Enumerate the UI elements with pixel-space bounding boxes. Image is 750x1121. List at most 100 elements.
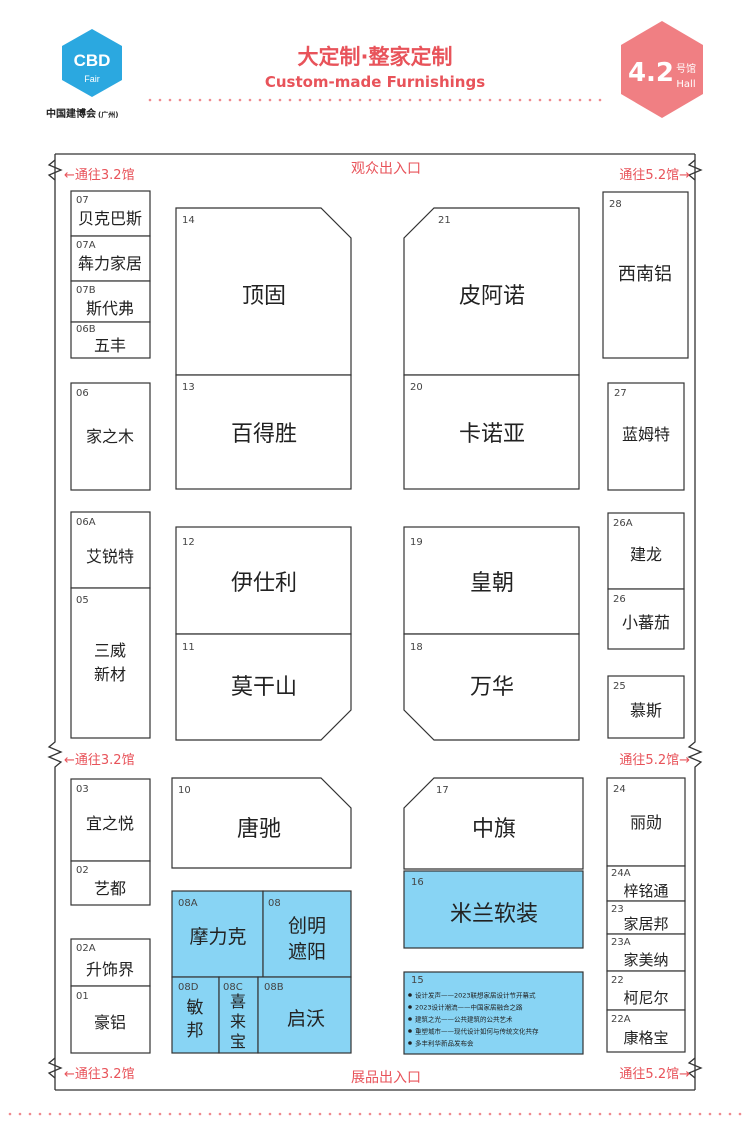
booth-08d[interactable]: 08D 敏 邦: [171, 976, 220, 1054]
booth-name: 五丰: [94, 336, 126, 355]
booth-name: 蓝姆特: [622, 425, 670, 444]
booth-number: 24A: [611, 868, 631, 879]
booth-06[interactable]: 06 家之木: [70, 382, 151, 491]
booth-name: 康格宝: [623, 1029, 668, 1047]
booth-name: 启沃: [287, 1008, 325, 1030]
booth-28[interactable]: 28 西南铝: [602, 191, 689, 359]
booth-number: 17: [436, 785, 449, 796]
event-item: 多丰利华新品发布会: [415, 1039, 474, 1048]
sign-to-hall-3-2-bottom: ←通往3.2馆: [64, 1067, 135, 1082]
booth-name: 家之木: [86, 427, 134, 446]
booth-number: 23: [611, 904, 624, 915]
booth-07b[interactable]: 07B 斯代弗: [70, 280, 151, 323]
booth-number: 28: [609, 199, 622, 210]
booth-22[interactable]: 22 柯尼尔: [606, 970, 686, 1011]
booth-13[interactable]: 13 百得胜: [175, 374, 352, 490]
booth-number: 24: [613, 784, 626, 795]
booth-name-line2: 新材: [94, 665, 126, 684]
booth-24[interactable]: 24 丽勋: [606, 777, 686, 867]
booth-name: 伊仕利: [231, 571, 297, 596]
booth-number: 01: [76, 991, 89, 1002]
booth-19[interactable]: 19 皇朝: [403, 526, 580, 635]
booth-name: 米兰软装: [450, 902, 538, 927]
booth-10[interactable]: 10 唐驰: [171, 777, 352, 869]
booth-number: 13: [182, 382, 195, 393]
booth-08c[interactable]: 08C 喜 来 宝: [218, 976, 259, 1054]
booth-name-line2: 遮阳: [288, 941, 326, 963]
sign-to-hall-5-2-middle: 通往5.2馆→: [619, 753, 690, 768]
booth-14[interactable]: 14 顶固: [175, 207, 352, 376]
booth-name: 唐驰: [237, 817, 281, 842]
booth-name: 西南铝: [618, 264, 672, 285]
booth-21[interactable]: 21 皮阿诺: [403, 207, 580, 376]
sign-exhibit-entrance: 展品出入口: [351, 1070, 421, 1086]
booth-27[interactable]: 27 蓝姆特: [607, 382, 685, 491]
booth-24a[interactable]: 24A 梓铭通: [606, 865, 686, 902]
booth-number: 23A: [611, 937, 631, 948]
booth-name: 百得胜: [231, 422, 297, 447]
hall-walls: [47, 153, 703, 1091]
booth-01[interactable]: 01 豪铝: [70, 985, 151, 1054]
booth-26[interactable]: 26 小蕃茄: [607, 588, 685, 650]
page-title: 大定制·整家定制: [298, 45, 453, 69]
booth-17[interactable]: 17 中旗: [403, 777, 584, 870]
booth-02[interactable]: 02 艺都: [70, 860, 151, 906]
booth-11[interactable]: 11 莫干山: [175, 633, 352, 741]
booth-name: 豪铝: [94, 1013, 126, 1032]
booth-05[interactable]: 05 三威 新材: [70, 587, 151, 739]
booth-number: 11: [182, 642, 195, 653]
booth-25[interactable]: 25 慕斯: [607, 675, 685, 739]
booth-number: 05: [76, 595, 89, 606]
sign-to-hall-3-2-top: ←通往3.2馆: [64, 168, 135, 183]
booth-number: 16: [411, 877, 424, 888]
booth-07[interactable]: 07 贝克巴斯: [70, 190, 151, 237]
bullet-icon: [408, 1041, 412, 1045]
logo-main-text: CBD: [74, 51, 111, 70]
booth-07a[interactable]: 07A 犇力家居: [70, 235, 151, 282]
booth-03[interactable]: 03 宜之悦: [70, 778, 151, 862]
booth-number: 08D: [178, 982, 199, 993]
cbd-fair-logo: CBD Fair: [62, 29, 122, 97]
booth-15[interactable]: 15 设计发声——2023联想家居设计节开幕式 2023设计潮流——中国家居融合…: [403, 971, 584, 1055]
page-subtitle: Custom-made Furnishings: [265, 73, 485, 91]
booth-06b[interactable]: 06B 五丰: [70, 321, 151, 359]
booth-08b[interactable]: 08B 启沃: [257, 976, 352, 1054]
booth-number: 22A: [611, 1014, 631, 1025]
booth-18[interactable]: 18 万华: [403, 633, 580, 741]
booth-26a[interactable]: 26A 建龙: [607, 512, 685, 590]
booth-number: 19: [410, 537, 423, 548]
logo-caption: 中国建博会(广州): [46, 107, 118, 120]
bullet-icon: [408, 993, 412, 997]
booth-name: 建龙: [630, 545, 662, 564]
booth-name: 莫干山: [231, 675, 297, 700]
booth-12[interactable]: 12 伊仕利: [175, 526, 352, 635]
booth-06a[interactable]: 06A 艾锐特: [70, 511, 151, 589]
booth-name: 犇力家居: [78, 254, 142, 273]
booth-02a[interactable]: 02A 升饰界: [70, 938, 151, 987]
booth-23a[interactable]: 23A 家美纳: [606, 933, 686, 972]
booth-name: 小蕃茄: [622, 613, 670, 632]
booth-name: 慕斯: [630, 701, 662, 720]
sign-to-hall-5-2-top: 通往5.2馆→: [619, 168, 690, 183]
booth-08a[interactable]: 08A 摩力克: [171, 890, 264, 978]
booth-name: 顶固: [242, 284, 286, 309]
booth-number: 25: [613, 681, 626, 692]
booth-name-line3: 宝: [230, 1032, 246, 1051]
booth-name: 柯尼尔: [623, 989, 668, 1007]
booth-23[interactable]: 23 家居邦: [606, 900, 686, 935]
booth-name: 卡诺亚: [459, 422, 525, 447]
booth-number: 03: [76, 784, 89, 795]
booth-name: 艺都: [94, 879, 126, 898]
booth-number: 07: [76, 195, 89, 206]
booth-16[interactable]: 16 米兰软装: [403, 870, 584, 949]
booth-20[interactable]: 20 卡诺亚: [403, 374, 580, 490]
booth-name: 斯代弗: [86, 299, 134, 318]
booth-number: 06A: [76, 517, 96, 528]
booth-name: 梓铭通: [623, 882, 668, 900]
booth-08[interactable]: 08 创明 遮阳: [262, 890, 352, 978]
booth-15-event-list: 设计发声——2023联想家居设计节开幕式 2023设计潮流——中国家居融合之路 …: [408, 991, 539, 1048]
booth-number: 15: [411, 975, 424, 986]
booth-22a[interactable]: 22A 康格宝: [606, 1009, 686, 1053]
hall-label-cn: 号馆: [676, 62, 696, 75]
event-item: 2023设计潮流——中国家居融合之路: [415, 1003, 523, 1012]
